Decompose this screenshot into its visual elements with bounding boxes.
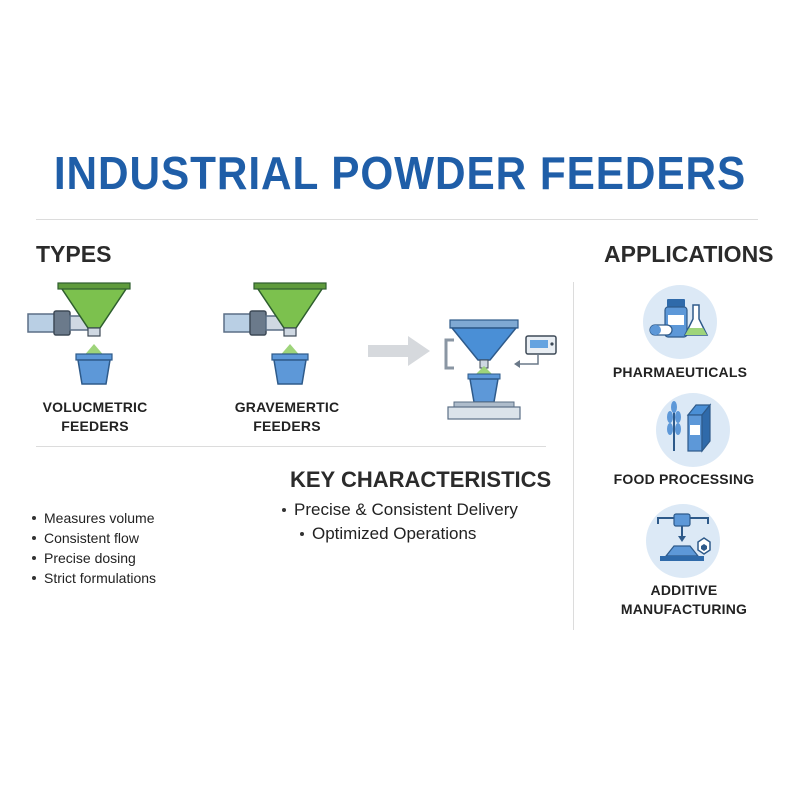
types-divider <box>36 446 546 447</box>
top-divider <box>36 219 758 220</box>
volumetric-label-line2: FEEDERS <box>61 418 129 434</box>
list-item: Strict formulations <box>30 568 156 588</box>
right-arrow-icon <box>368 336 430 366</box>
key-characteristics-list: Precise & Consistent Delivery Optimized … <box>280 498 518 546</box>
list-item: Optimized Operations <box>298 522 518 546</box>
food-icon <box>656 393 730 467</box>
gravimetric-feeder-icon <box>223 282 327 385</box>
loss-in-weight-feeder-icon <box>444 319 557 420</box>
gravimetric-feeder-label: GRAVEMERTIC FEEDERS <box>222 398 352 436</box>
types-heading: TYPES <box>36 241 112 267</box>
applications-divider <box>573 282 574 630</box>
food-label-line: FOOD PROCESSING <box>613 471 755 487</box>
list-item: Precise & Consistent Delivery <box>280 498 518 522</box>
gravimetric-label-line1: GRAVEMERTIC <box>234 399 340 415</box>
key-characteristics-heading: KEY CHARACTERISTICS <box>290 467 552 492</box>
additive-label-line1: ADDITIVE <box>650 582 718 598</box>
list-item: Consistent flow <box>30 528 156 548</box>
pharma-label-line: PHARMAEUTICALS <box>612 364 748 380</box>
volumetric-label-line1: VOLUCMETRIC <box>42 399 148 415</box>
application-additive-manufacturing-label: ADDITIVE MANUFACTURING <box>604 581 764 619</box>
additive-label-line2: MANUFACTURING <box>620 601 748 617</box>
application-food-processing-label: FOOD PROCESSING <box>604 470 764 489</box>
page-title: INDUSTRIAL POWDER FEEDERS <box>53 147 747 199</box>
volumetric-feeder-icon <box>27 282 131 385</box>
list-item: Precise dosing <box>30 548 156 568</box>
applications-heading: APPLICATIONS <box>604 241 774 267</box>
volumetric-feeder-label: VOLUCMETRIC FEEDERS <box>30 398 160 436</box>
pharma-icon <box>643 285 717 359</box>
gravimetric-label-line2: FEEDERS <box>253 418 321 434</box>
feeder-features-list: Measures volume Consistent flow Precise … <box>30 508 156 588</box>
list-item: Measures volume <box>30 508 156 528</box>
application-pharmaceuticals-label: PHARMAEUTICALS <box>600 363 760 382</box>
additive-icon <box>646 504 720 578</box>
